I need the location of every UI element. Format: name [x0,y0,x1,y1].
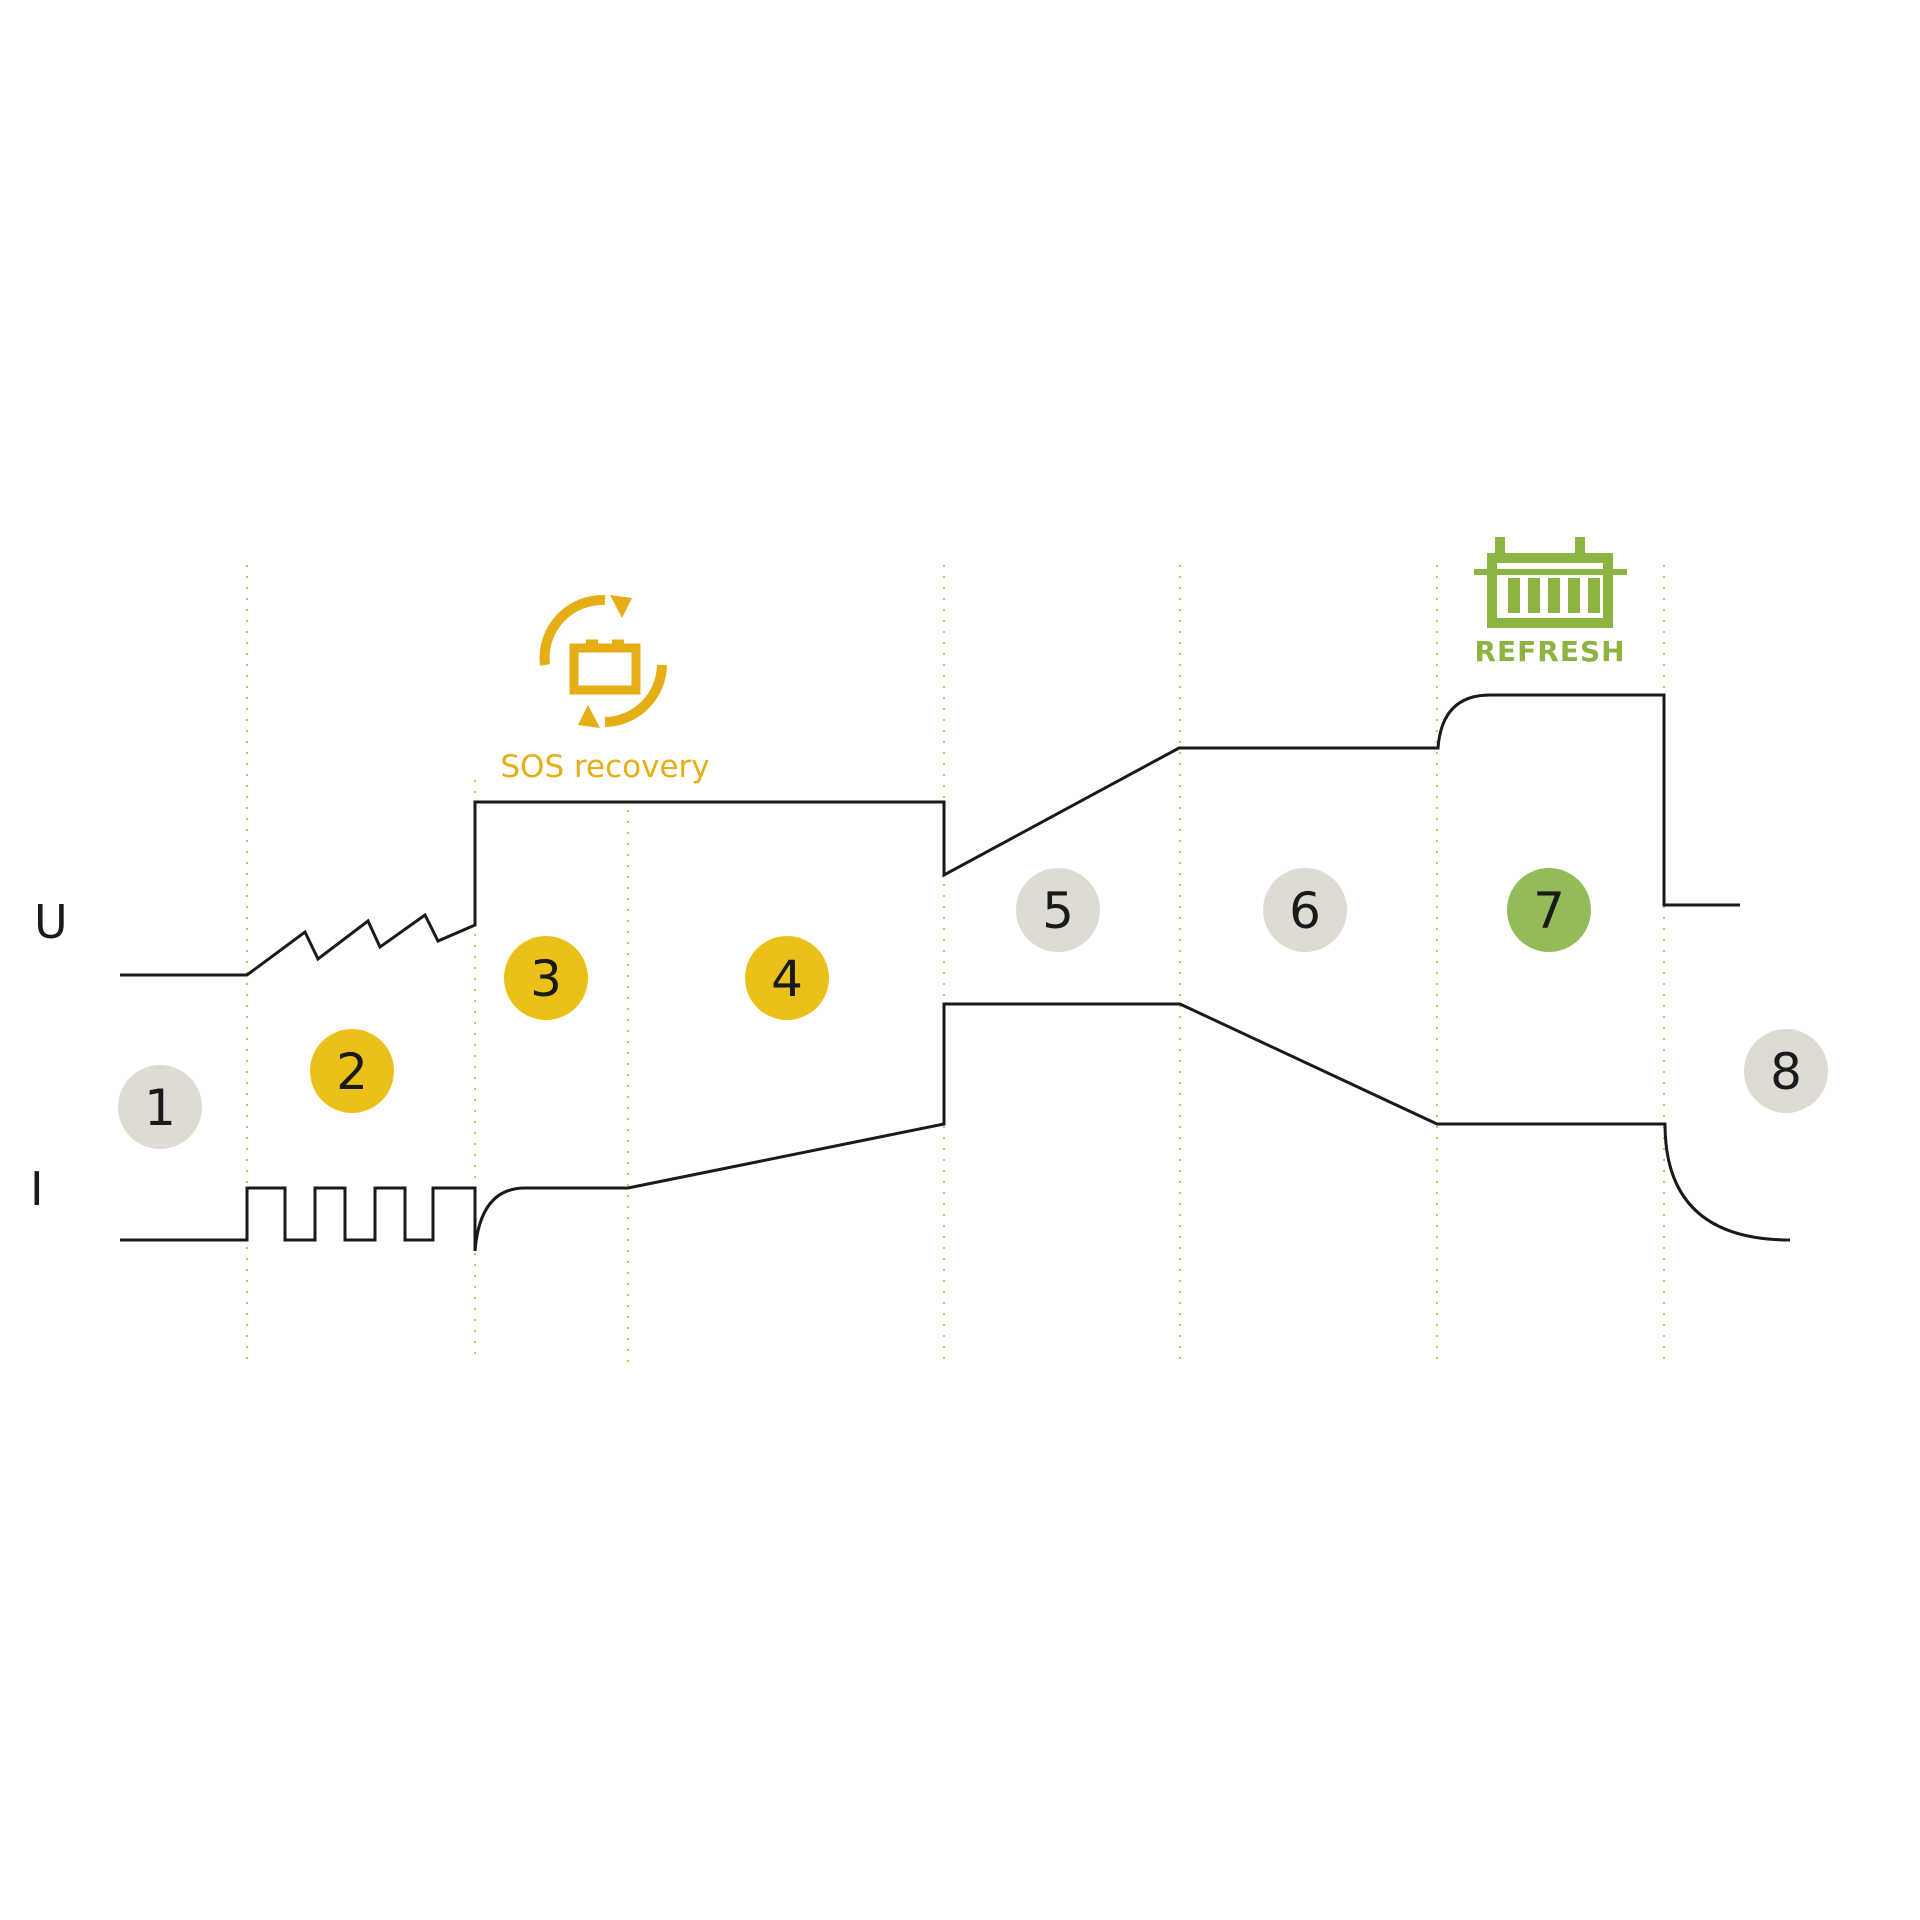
stage-dividers [246,565,1665,1362]
voltage-curve [0,693,1920,977]
step-badge-number: 8 [1770,1043,1802,1101]
step-badge-7: 7 [1507,868,1591,952]
step-badge-circle [745,936,829,1020]
step-badge-number: 5 [1042,882,1074,940]
sos-recovery-label: SOS recovery [500,749,709,785]
battery-recycle-icon [539,594,667,728]
voltage-curve-path [120,693,1740,977]
current-axis-label: I [30,1162,44,1216]
step-badge-number: 3 [530,950,562,1008]
step-badge-circle [1507,868,1591,952]
step-badge-3: 3 [504,936,588,1020]
step-badge-number: 7 [1533,882,1565,940]
current-curve [0,1002,1920,1252]
refresh-label: REFRESH [1474,635,1625,668]
step-badge-number: 6 [1289,882,1321,940]
step-badge-4: 4 [745,936,829,1020]
step-badge-circle [1744,1029,1828,1113]
step-badge-circle [1016,868,1100,952]
step-badge-5: 5 [1016,868,1100,952]
current-curve-path [120,1002,1791,1252]
step-badge-1: 1 [118,1065,202,1149]
voltage-axis-label: U [34,895,68,949]
step-badge-8: 8 [1744,1029,1828,1113]
step-badges: 1 2 3 4 5 6 7 8 [118,868,1828,1149]
battery-refresh-icon [1474,537,1627,628]
step-badge-circle [504,936,588,1020]
step-badge-number: 1 [144,1079,176,1137]
step-badge-6: 6 [1263,868,1347,952]
step-badge-circle [1263,868,1347,952]
step-badge-circle [118,1065,202,1149]
step-badge-number: 4 [771,950,803,1008]
step-badge-number: 2 [336,1043,368,1101]
step-badge-circle [310,1029,394,1113]
step-badge-2: 2 [310,1029,394,1113]
